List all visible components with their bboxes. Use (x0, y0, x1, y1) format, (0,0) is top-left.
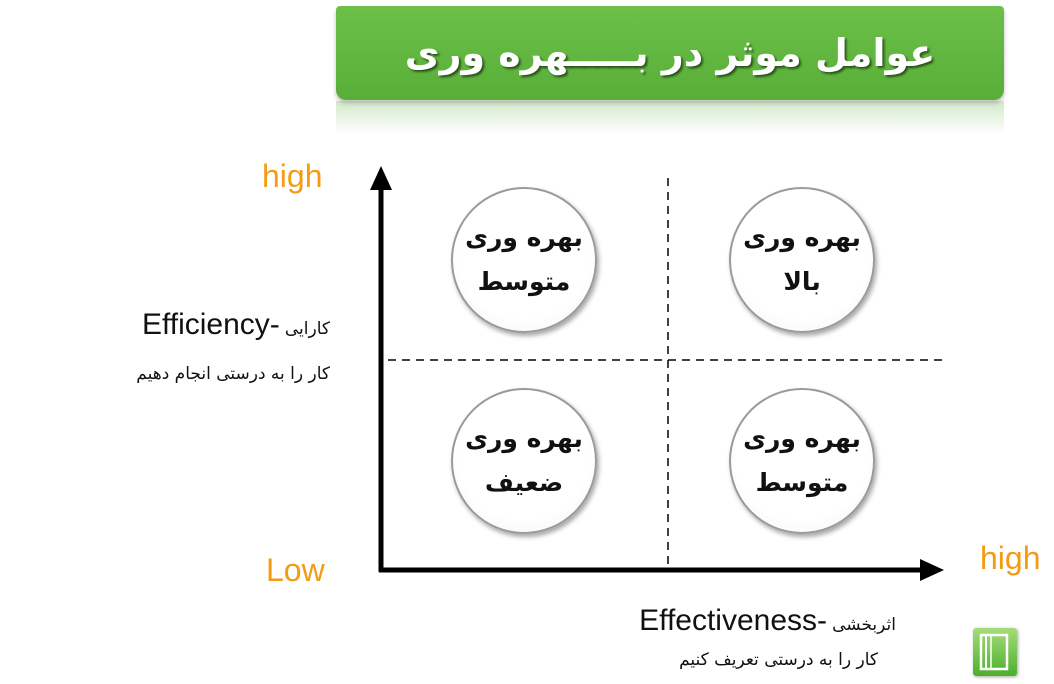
y-axis-label: Efficiency- کارایی (142, 308, 330, 342)
quadrant-top-right-line1: بهره وری (743, 223, 861, 252)
quadrant-top-left-line2: متوسط (477, 267, 571, 296)
x-axis-label-en: Effectiveness (639, 604, 818, 637)
y-axis-label-fa: کارایی (284, 319, 330, 339)
quadrant-bottom-left-line2: ضعیف (484, 468, 564, 497)
y-axis-label-en: Efficiency (141, 308, 270, 341)
quadrant-top-right: بهره وری بالا (729, 187, 875, 333)
y-axis-high-label: high (262, 158, 323, 194)
quadrant-bottom-right: بهره وری متوسط (729, 388, 875, 534)
book-logo-icon (973, 628, 1017, 676)
y-axis-label-separator: - (269, 308, 280, 341)
quadrant-bottom-left-line1: بهره وری (465, 424, 583, 453)
quadrant-top-left: بهره وری متوسط (451, 187, 597, 333)
quadrant-top-left-line1: بهره وری (465, 223, 583, 252)
y-axis-subtitle: کار را به درستی انجام دهیم (136, 364, 330, 384)
title-reflection (336, 101, 1004, 135)
quadrant-bottom-left: بهره وری ضعیف (451, 388, 597, 534)
title-banner: عوامل موثر در بـــــهره وری (336, 6, 1004, 100)
x-axis-label-separator: - (817, 604, 828, 637)
x-axis-arrow (920, 559, 944, 581)
quadrant-bottom-right-line1: بهره وری (743, 424, 861, 453)
x-axis-subtitle: کار را به درستی تعریف کنیم (679, 650, 878, 670)
x-axis-label: Effectiveness- اثربخشی (639, 604, 896, 638)
quadrant-bottom-right-line2: متوسط (755, 468, 849, 497)
x-axis-label-fa: اثربخشی (832, 615, 896, 635)
quadrant-top-right-line2: بالا (783, 267, 821, 296)
x-axis-high-label: high (980, 540, 1041, 576)
y-axis-low-label: Low (266, 552, 325, 588)
y-axis-arrow (370, 166, 392, 190)
page-title: عوامل موثر در بـــــهره وری (404, 31, 936, 75)
